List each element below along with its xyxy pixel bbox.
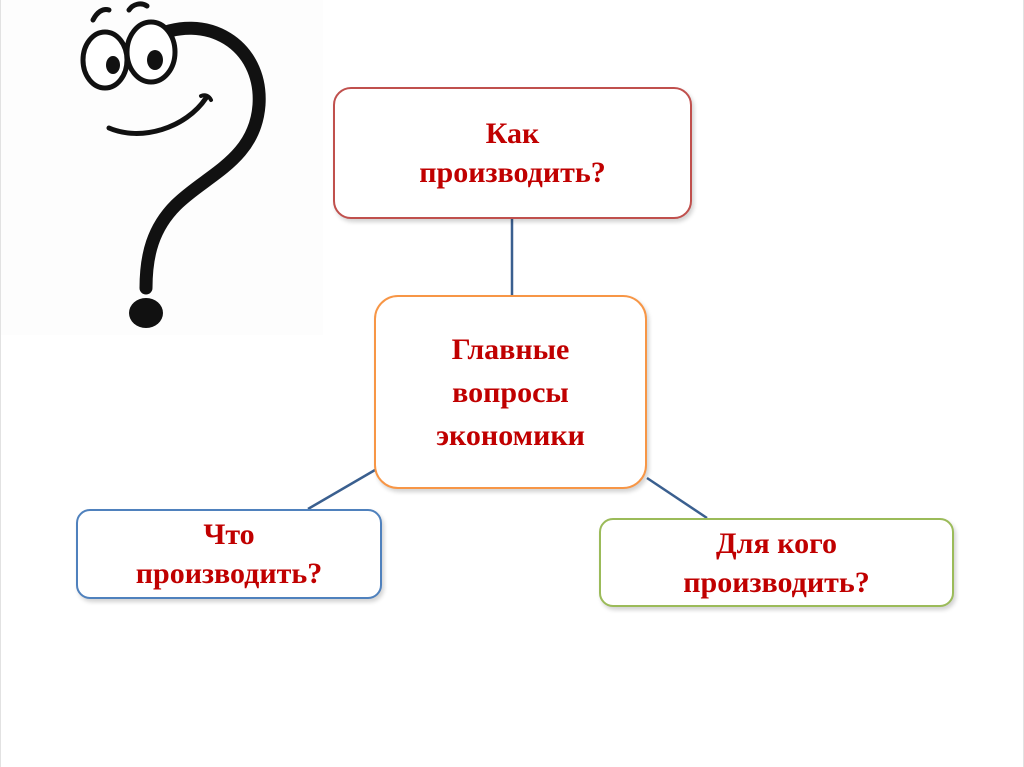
connector-left — [308, 470, 375, 509]
node-for-whom-to-produce-label: Для кого производить? — [683, 524, 870, 602]
node-what-to-produce-label: Что производить? — [136, 515, 323, 593]
node-for-whom-to-produce: Для кого производить? — [599, 518, 954, 607]
node-what-to-produce: Что производить? — [76, 509, 382, 599]
node-how-to-produce: Как производить? — [333, 87, 692, 219]
node-main-questions: Главные вопросы экономики — [374, 295, 647, 489]
node-how-to-produce-label: Как производить? — [419, 114, 606, 192]
connector-right — [647, 478, 707, 518]
node-main-questions-label: Главные вопросы экономики — [436, 328, 585, 457]
